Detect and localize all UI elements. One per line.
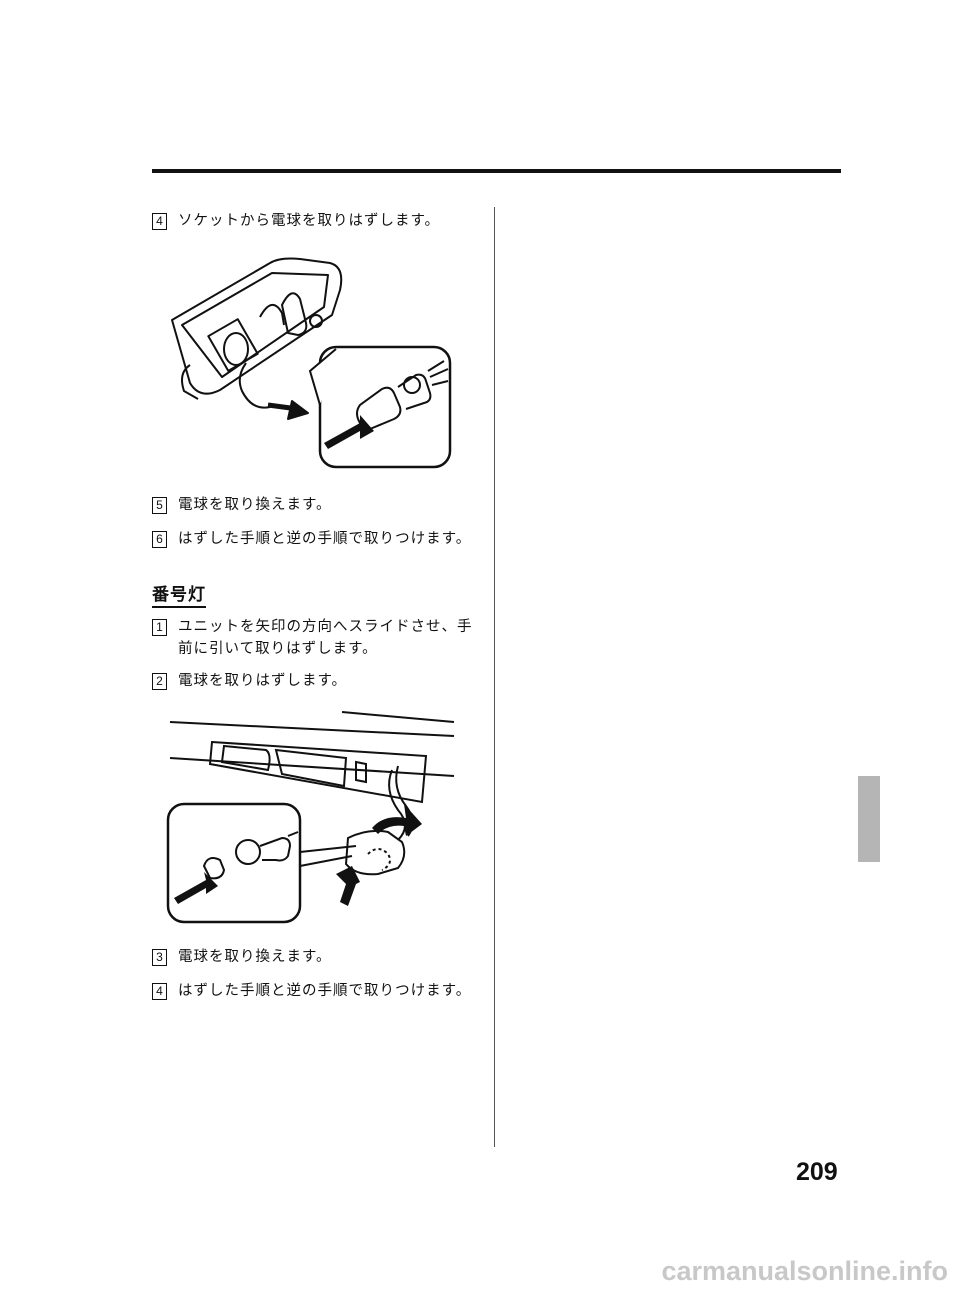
step-1-remove-unit: 1 ユニットを矢印の方向へスライドさせ、手前に引いて取りはずします。 xyxy=(152,616,482,660)
header-rule xyxy=(152,169,841,173)
figure-license-lamp-removal xyxy=(166,711,455,924)
step-text: はずした手順と逆の手順で取りつけます。 xyxy=(178,983,472,999)
step-3-replace-bulb: 3 電球を取り換えます。 xyxy=(152,946,482,968)
step-text: ソケットから電球を取りはずします。 xyxy=(178,213,441,229)
step-number: 4 xyxy=(152,213,167,230)
step-5-replace-bulb: 5 電球を取り換えます。 xyxy=(152,494,482,516)
step-number: 4 xyxy=(152,983,167,1000)
step-number: 5 xyxy=(152,497,167,514)
step-text: 電球を取りはずします。 xyxy=(178,673,348,689)
step-number: 3 xyxy=(152,949,167,966)
step-number: 1 xyxy=(152,619,167,636)
step-text: ユニットを矢印の方向へスライドさせ、手前に引いて取りはずします。 xyxy=(178,619,473,657)
section-title-license-lamp: 番号灯 xyxy=(152,580,206,608)
step-text: はずした手順と逆の手順で取りつけます。 xyxy=(178,531,472,547)
step-2-remove-bulb: 2 電球を取りはずします。 xyxy=(152,670,482,692)
step-number: 2 xyxy=(152,673,167,690)
column-divider xyxy=(494,207,495,1147)
watermark: carmanualsonline.info xyxy=(661,1256,948,1286)
step-4-remove-bulb: 4 ソケットから電球を取りはずします。 xyxy=(152,210,482,232)
step-text: 電球を取り換えます。 xyxy=(178,949,332,965)
page-number: 209 xyxy=(796,1158,838,1186)
figure-socket-removal xyxy=(171,257,452,469)
chapter-tab xyxy=(858,776,880,862)
step-number: 6 xyxy=(152,531,167,548)
step-4-reinstall: 4 はずした手順と逆の手順で取りつけます。 xyxy=(152,980,482,1002)
step-6-reinstall: 6 はずした手順と逆の手順で取りつけます。 xyxy=(152,528,482,550)
step-text: 電球を取り換えます。 xyxy=(178,497,332,513)
